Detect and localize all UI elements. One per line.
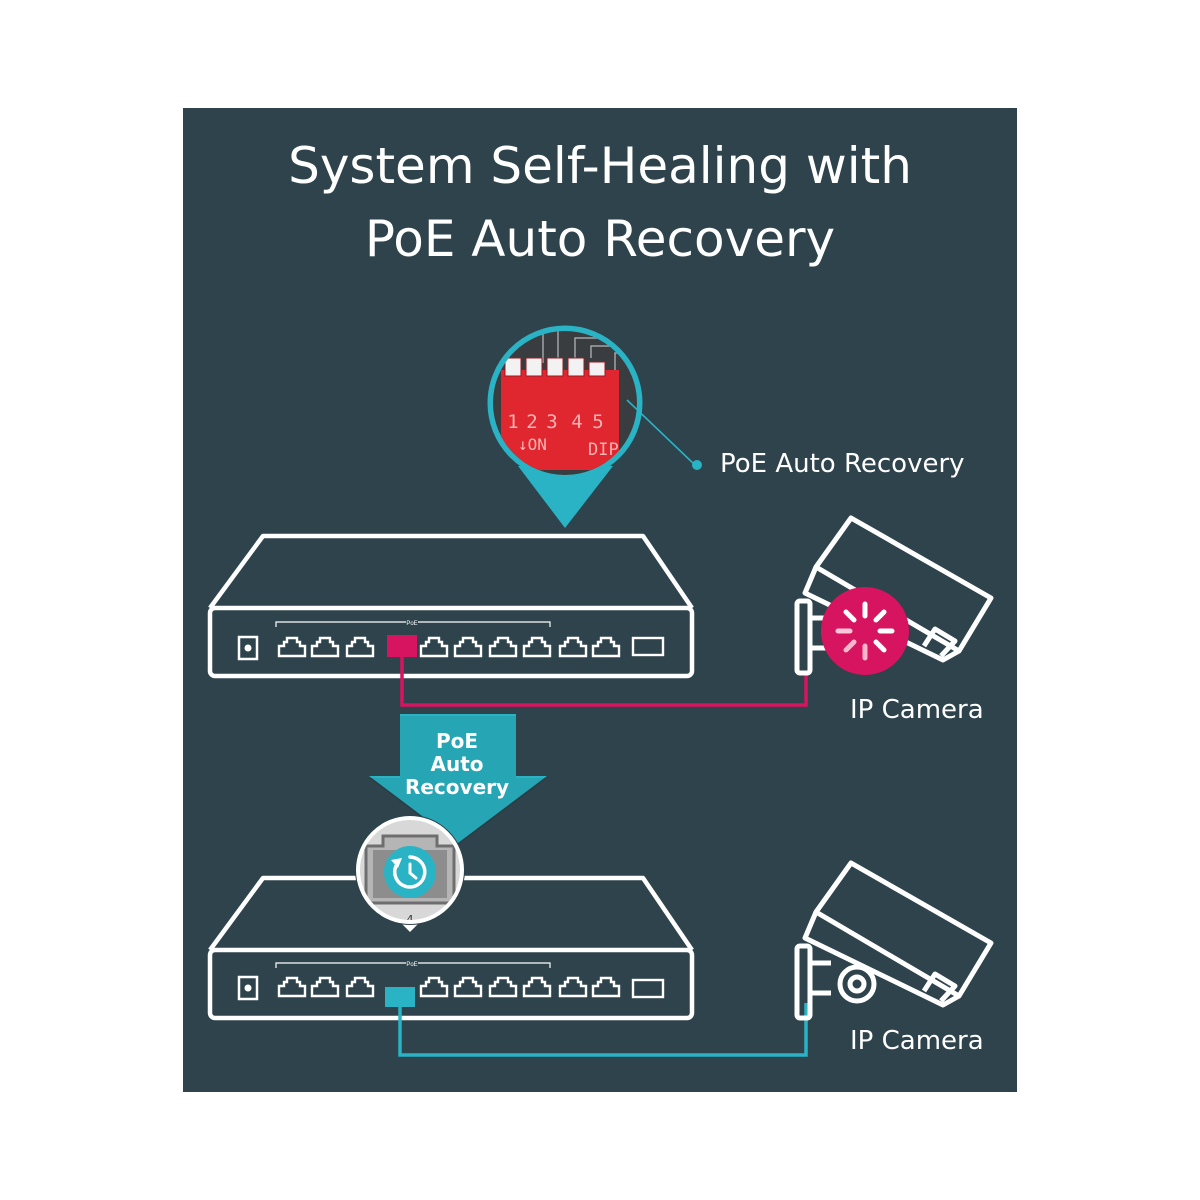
power-jack-icon	[237, 975, 259, 1001]
camera-icon	[794, 860, 994, 1021]
diagram-panel: System Self-Healing with PoE Auto Recove…	[183, 108, 1017, 1092]
loading-spinner-icon	[835, 601, 895, 661]
dip-switch-callout: 1 2 3 4 5 ↓ON DIP	[487, 325, 702, 528]
power-jack-icon	[237, 635, 259, 661]
ip-camera-top-label: IP Camera	[850, 695, 984, 725]
title-line-2: PoE Auto Recovery	[364, 210, 836, 268]
poe-auto-recovery-label: PoE Auto Recovery	[720, 449, 965, 479]
diagram-art: PoE	[207, 325, 994, 1057]
title-line-1: System Self-Healing with	[288, 137, 912, 195]
recovery-arrow	[369, 714, 547, 845]
poe-port-recovered	[385, 987, 415, 1007]
dip-num-5: 5	[592, 411, 603, 433]
ip-camera-bottom-label: IP Camera	[850, 1026, 984, 1056]
recovered-cable	[398, 1003, 808, 1057]
dip-num-4: 4	[571, 411, 582, 433]
camera-bottom	[794, 860, 994, 1021]
ports-top	[277, 635, 621, 658]
poe-mark-top: PoE	[406, 621, 417, 627]
dip-num-2: 2	[526, 411, 537, 433]
recovery-arrow-line-2: Auto	[430, 752, 484, 776]
port-number: 4	[407, 913, 414, 926]
poe-port-fault	[387, 635, 417, 657]
recovery-arrow-label: PoE Auto Recovery	[401, 730, 513, 799]
recovery-arrow-line-3: Recovery	[404, 775, 510, 799]
camera-fault-badge	[821, 587, 909, 675]
port-zoom: 4	[355, 815, 465, 932]
dip-num-3: 3	[546, 411, 557, 433]
diagram-title: System Self-Healing with PoE Auto Recove…	[183, 130, 1017, 276]
poe-mark-bottom: PoE	[406, 962, 417, 968]
dip-dip-label: DIP	[588, 440, 619, 460]
fault-cable	[400, 657, 808, 707]
dip-num-1: 1	[507, 411, 518, 433]
camera-top	[794, 515, 994, 676]
dip-switch-icon	[501, 370, 619, 470]
ports-bottom	[277, 976, 621, 1007]
recovery-arrow-line-1: PoE	[435, 729, 479, 753]
dip-on-label: ↓ON	[518, 435, 547, 454]
switch-top: PoE	[207, 533, 695, 679]
